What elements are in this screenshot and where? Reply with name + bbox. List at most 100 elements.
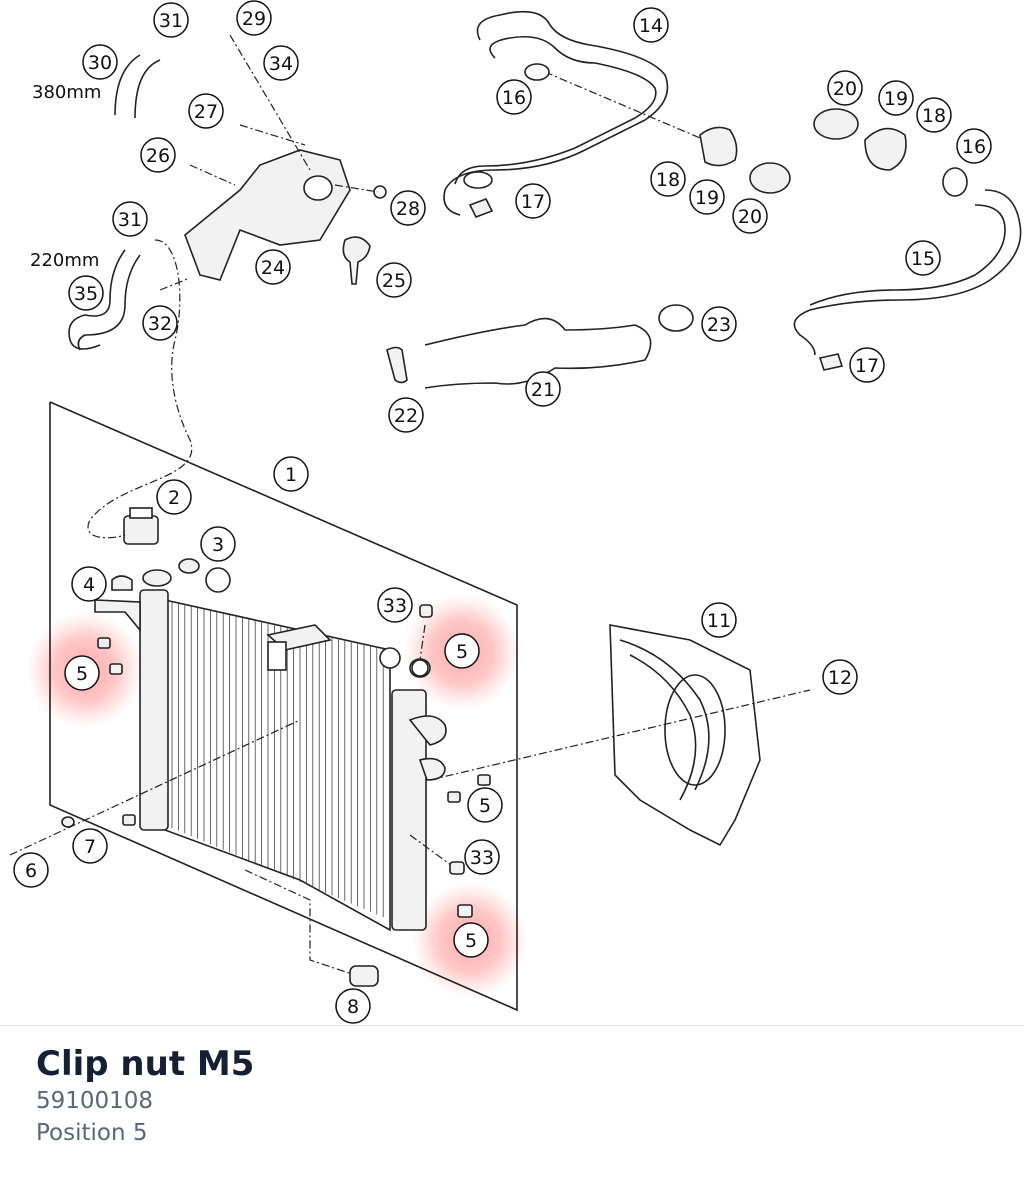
callout-c21[interactable]: 21 <box>525 371 561 407</box>
callout-label: 19 <box>695 187 719 209</box>
callout-c35[interactable]: 35 <box>68 275 104 311</box>
callout-label: 5 <box>479 795 491 817</box>
expansion-tank <box>184 149 387 285</box>
callout-label: 18 <box>656 169 680 191</box>
callout-label: 8 <box>347 996 359 1018</box>
callout-c3[interactable]: 3 <box>200 526 236 562</box>
callout-c1[interactable]: 1 <box>273 456 309 492</box>
callout-label: 28 <box>396 198 420 220</box>
callout-label: 5 <box>76 663 88 685</box>
fan-shroud <box>429 624 811 847</box>
callout-c5c[interactable]: 5 <box>467 787 503 823</box>
callout-label: 7 <box>84 836 96 858</box>
callout-label: 2 <box>168 487 180 509</box>
callout-c16a[interactable]: 16 <box>496 79 532 115</box>
callout-label: 12 <box>828 667 852 689</box>
callout-label: 17 <box>855 355 879 377</box>
callout-label: 19 <box>884 88 908 110</box>
middle-hose <box>386 304 694 389</box>
callout-c31b[interactable]: 31 <box>112 201 148 237</box>
callout-c16b[interactable]: 16 <box>956 128 992 164</box>
thermostat-group <box>524 63 968 197</box>
callout-c18b[interactable]: 18 <box>916 97 952 133</box>
callout-c4[interactable]: 4 <box>71 566 107 602</box>
callout-c23[interactable]: 23 <box>701 306 737 342</box>
callout-label: 35 <box>74 283 98 305</box>
callout-c22[interactable]: 22 <box>388 397 424 433</box>
overflow-hoses <box>68 34 379 539</box>
part-info-panel: Clip nut M5 59100108 Position 5 <box>0 1025 1024 1178</box>
callout-label: 3 <box>212 534 224 556</box>
callout-label: 17 <box>521 191 545 213</box>
callout-label: 15 <box>911 248 935 270</box>
callout-label: 20 <box>833 78 857 100</box>
lower-right-hose <box>793 189 1022 371</box>
callout-c2[interactable]: 2 <box>156 479 192 515</box>
callout-label: 24 <box>261 257 285 279</box>
callout-label: 21 <box>531 379 555 401</box>
part-number: 59100108 <box>36 1088 154 1114</box>
callout-label: 25 <box>382 270 406 292</box>
callout-c12[interactable]: 12 <box>822 659 858 695</box>
length-label-380mm: 380mm <box>32 82 101 103</box>
fasteners-and-guides <box>9 604 491 987</box>
callout-label: 16 <box>502 87 526 109</box>
callout-label: 23 <box>707 314 731 336</box>
callout-label: 30 <box>88 52 112 74</box>
callout-c11[interactable]: 11 <box>701 602 737 638</box>
callout-label: 22 <box>394 405 418 427</box>
callout-label: 16 <box>962 136 986 158</box>
callout-c5d[interactable]: 5 <box>453 922 489 958</box>
callout-label: 29 <box>242 8 266 30</box>
callout-label: 1 <box>285 464 297 486</box>
callout-c6[interactable]: 6 <box>13 852 49 888</box>
callout-c33a[interactable]: 33 <box>377 587 413 623</box>
length-label-220mm: 220mm <box>30 250 99 271</box>
callout-label: 26 <box>146 145 170 167</box>
callout-c20a[interactable]: 20 <box>732 198 768 234</box>
callout-label: 32 <box>148 313 172 335</box>
callout-c20b[interactable]: 20 <box>827 70 863 106</box>
callout-c29[interactable]: 29 <box>236 0 272 36</box>
callout-c17a[interactable]: 17 <box>515 183 551 219</box>
callout-c31a[interactable]: 31 <box>153 2 189 38</box>
callout-c14[interactable]: 14 <box>633 7 669 43</box>
callout-label: 11 <box>707 610 731 632</box>
callout-label: 31 <box>159 10 183 32</box>
radiator-cap <box>111 507 159 591</box>
callout-c5a[interactable]: 5 <box>64 655 100 691</box>
callout-c18a[interactable]: 18 <box>650 161 686 197</box>
callout-c17b[interactable]: 17 <box>849 347 885 383</box>
callout-label: 4 <box>83 574 95 596</box>
callout-label: 27 <box>194 101 218 123</box>
callout-label: 6 <box>25 860 37 882</box>
callout-c7[interactable]: 7 <box>72 828 108 864</box>
radiator-frame <box>49 401 518 1012</box>
callout-c25[interactable]: 25 <box>376 262 412 298</box>
upper-hose <box>443 10 701 219</box>
callout-label: 18 <box>922 105 946 127</box>
radiator <box>94 558 447 932</box>
callout-label: 34 <box>269 53 293 75</box>
callout-c28[interactable]: 28 <box>390 190 426 226</box>
callout-label: 5 <box>465 930 477 952</box>
callout-label: 33 <box>470 847 494 869</box>
callout-c5b[interactable]: 5 <box>444 633 480 669</box>
callout-c15[interactable]: 15 <box>905 240 941 276</box>
callout-c30[interactable]: 30 <box>82 44 118 80</box>
callout-c34[interactable]: 34 <box>263 45 299 81</box>
callout-label: 31 <box>118 209 142 231</box>
callout-c19a[interactable]: 19 <box>689 179 725 215</box>
part-name: Clip nut M5 <box>36 1044 255 1084</box>
callout-c27[interactable]: 27 <box>188 93 224 129</box>
callout-label: 20 <box>738 206 762 228</box>
callout-c24[interactable]: 24 <box>255 249 291 285</box>
callout-c26[interactable]: 26 <box>140 137 176 173</box>
callout-c8[interactable]: 8 <box>335 988 371 1024</box>
callout-c32[interactable]: 32 <box>142 305 178 341</box>
callout-label: 5 <box>456 641 468 663</box>
callout-c19b[interactable]: 19 <box>878 80 914 116</box>
callout-c33b[interactable]: 33 <box>464 839 500 875</box>
callout-label: 14 <box>639 15 663 37</box>
